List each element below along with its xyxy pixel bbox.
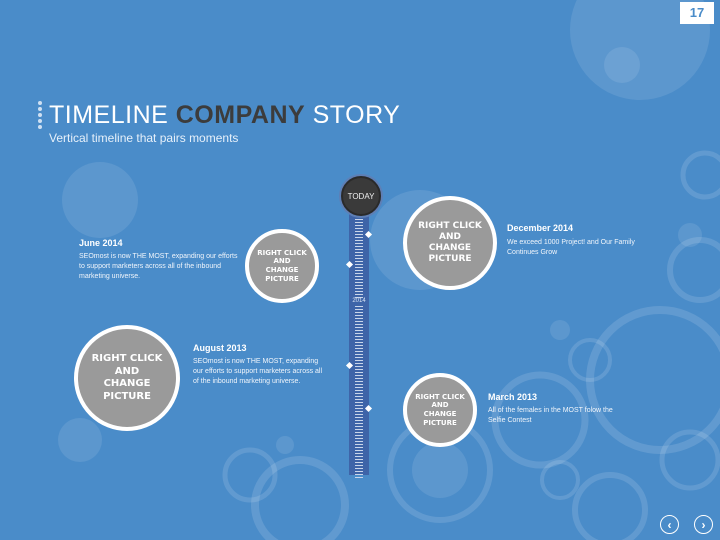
event-date-march-2013: March 2013: [488, 392, 538, 402]
picture-placeholder[interactable]: RIGHT CLICK AND CHANGE PICTURE: [245, 229, 319, 303]
chevron-right-icon[interactable]: ›: [694, 515, 713, 534]
page-title: TIMELINE COMPANY STORY: [49, 101, 400, 130]
event-text-december-2014: We exceed 1000 Project! and Our Family C…: [507, 239, 635, 256]
chevron-left-icon[interactable]: ‹: [660, 515, 679, 534]
page-subtitle: Vertical timeline that pairs moments: [49, 131, 239, 145]
placeholder-label: RIGHT CLICK AND CHANGE PICTURE: [91, 353, 163, 402]
event-text-march-2013: All of the females in the MOST folow the…: [488, 407, 613, 424]
event-text-june-2014: SEOmost is now THE MOST, expanding our e…: [79, 253, 238, 280]
picture-placeholder[interactable]: RIGHT CLICK AND CHANGE PICTURE: [403, 373, 477, 447]
timeline-year-label: 2014: [349, 298, 369, 304]
picture-placeholder[interactable]: RIGHT CLICK AND CHANGE PICTURE: [74, 325, 180, 431]
placeholder-label: RIGHT CLICK AND CHANGE PICTURE: [415, 392, 465, 427]
picture-placeholder[interactable]: RIGHT CLICK AND CHANGE PICTURE: [403, 196, 497, 290]
title-part-3: STORY: [305, 101, 401, 129]
event-text-august-2013: SEOmost is now THE MOST, expanding our e…: [193, 358, 323, 385]
title-part-2: COMPANY: [175, 101, 306, 129]
page-number: 17: [680, 2, 714, 24]
title-dots-decoration: [38, 101, 44, 131]
event-date-june-2014: June 2014: [79, 238, 123, 248]
today-marker: TODAY: [341, 176, 381, 216]
title-part-1: TIMELINE: [49, 101, 176, 129]
placeholder-label: RIGHT CLICK AND CHANGE PICTURE: [418, 220, 482, 265]
placeholder-label: RIGHT CLICK AND CHANGE PICTURE: [257, 248, 307, 283]
event-date-august-2013: August 2013: [193, 343, 247, 353]
event-date-december-2014: December 2014: [507, 223, 574, 233]
timeline-ticks: [355, 210, 363, 480]
